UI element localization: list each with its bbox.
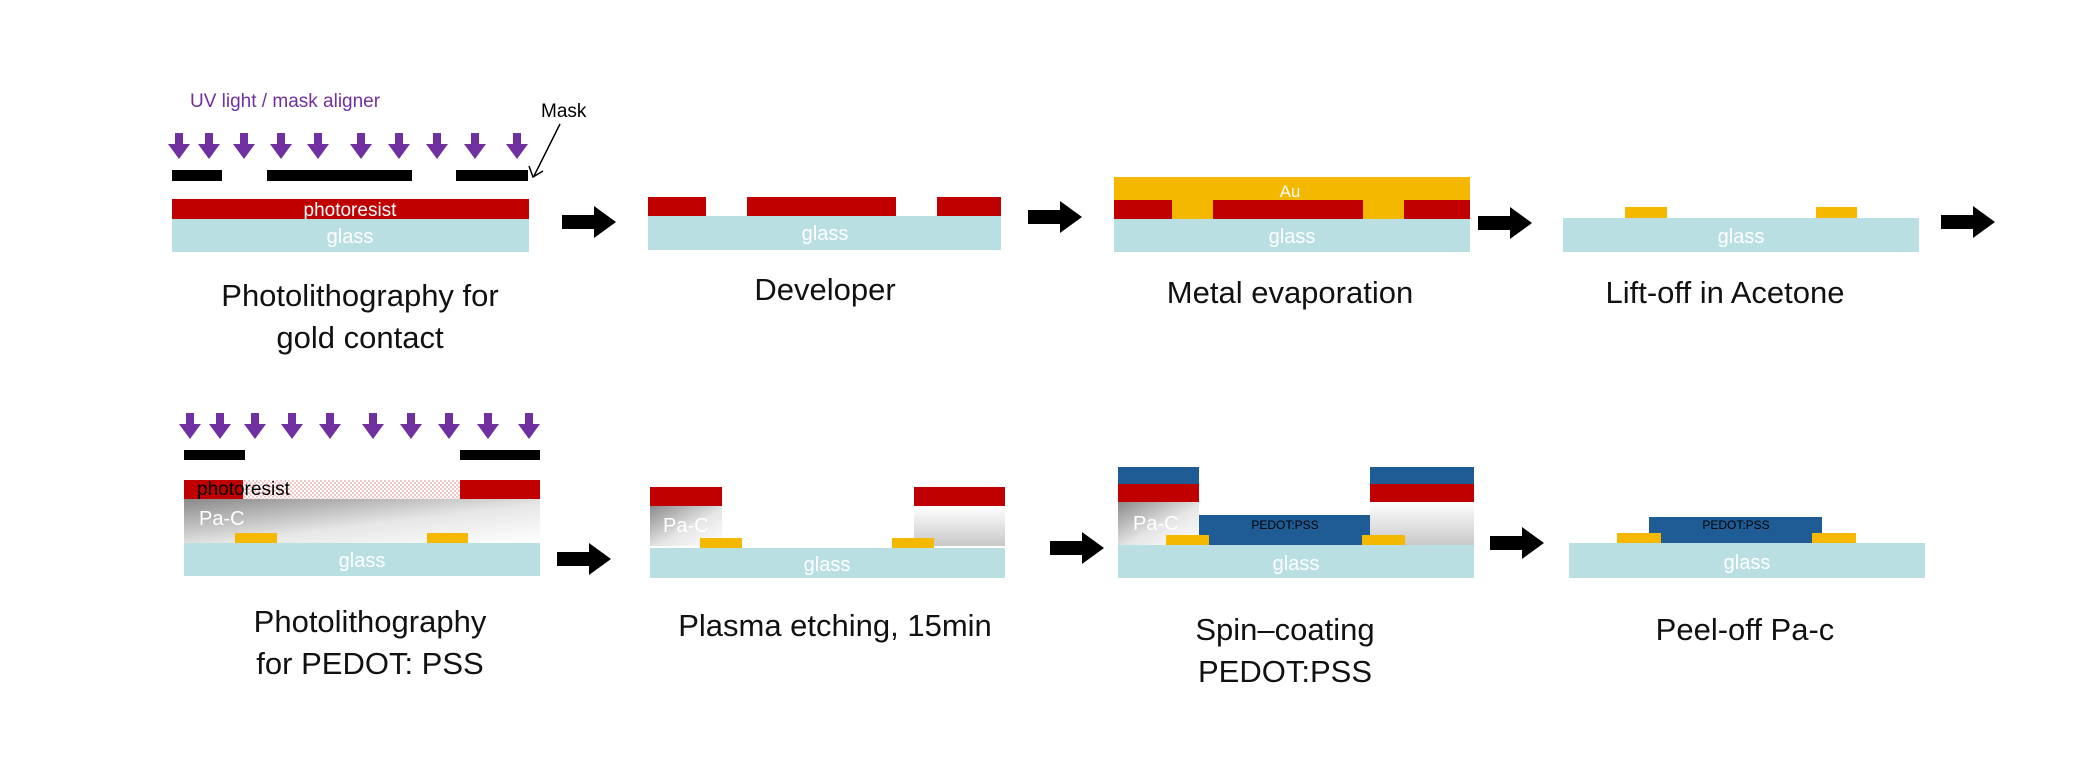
glass-label: glass <box>802 223 849 245</box>
gold-contact <box>1363 200 1404 219</box>
caption-metal-evaporation: Metal evaporation <box>1166 275 1414 310</box>
pedot-pss-film <box>1649 517 1822 543</box>
gold-contact <box>892 538 934 548</box>
mask <box>172 170 528 181</box>
photoresist-segment <box>1118 484 1199 502</box>
glass-label: glass <box>339 550 386 572</box>
glass-substrate <box>1118 545 1474 578</box>
caption-photolithography-pedot: Photolithography for PEDOT: PSS <box>253 604 487 681</box>
gold-contact <box>235 533 277 543</box>
gold-contact <box>1812 533 1856 543</box>
caption-plasma-etching: Plasma etching, 15min <box>678 608 992 643</box>
photoresist-segment <box>914 487 1005 506</box>
photoresist-segment <box>937 197 1001 216</box>
step-5-photolithography-pedot: photoresist Pa-C glass <box>179 413 540 576</box>
glass-label: glass <box>804 554 851 576</box>
gold-contact <box>700 538 742 548</box>
gold-contact <box>1617 533 1661 543</box>
step-7-spin-coating: Pa-C PEDOT:PSS glass <box>1118 467 1474 578</box>
uv-arrows <box>179 413 540 439</box>
caption-spin-coating: Spin–coating PEDOT:PSS <box>1195 612 1375 689</box>
step-6-plasma-etching: Pa-C glass <box>650 487 1005 578</box>
caption-lift-off: Lift-off in Acetone <box>1605 275 1845 310</box>
step-1-photolithography-gold: UV light / mask aligner Mask photoresist… <box>168 91 587 252</box>
glass-substrate <box>650 548 1005 578</box>
gold-contact <box>1625 207 1667 218</box>
glass-label: glass <box>327 226 374 248</box>
step-3-metal-evaporation: Au glass <box>1114 177 1470 252</box>
photoresist-segment <box>184 480 243 499</box>
pedot-pss-label: PEDOT:PSS <box>1702 518 1769 532</box>
photoresist-label: photoresist <box>304 200 398 221</box>
gold-contact <box>1816 207 1857 218</box>
pedot-pss-film <box>1199 515 1370 545</box>
flow-arrow-2 <box>1028 201 1082 233</box>
photoresist-segment <box>1404 200 1470 219</box>
glass-substrate <box>172 219 529 252</box>
pa-c-label: Pa-C <box>663 515 709 537</box>
caption-peel-off: Peel-off Pa-c <box>1655 612 1835 647</box>
photoresist-segment <box>1213 200 1363 219</box>
glass-label: glass <box>1269 226 1316 248</box>
flow-arrow-6 <box>1050 532 1104 564</box>
photoresist-segment <box>747 197 896 216</box>
gold-contact <box>1166 535 1209 545</box>
photoresist-segment <box>1370 484 1474 502</box>
step-2-developer: glass <box>648 197 1001 250</box>
photoresist-label: photoresist <box>197 479 291 500</box>
flow-arrow-3 <box>1478 207 1532 239</box>
pedot-pss-label: PEDOT:PSS <box>1251 518 1318 532</box>
flow-arrow-7 <box>1490 527 1544 559</box>
uv-light-label: UV light / mask aligner <box>190 91 381 112</box>
gold-contact <box>1362 535 1405 545</box>
exposed-photoresist <box>243 480 460 499</box>
photoresist-segment <box>648 197 706 216</box>
au-label: Au <box>1280 182 1301 201</box>
gold-contact <box>427 533 468 543</box>
photoresist-layer <box>172 199 529 219</box>
glass-substrate <box>1563 218 1919 252</box>
photoresist-segment <box>650 487 722 506</box>
flow-arrow-5 <box>557 543 611 575</box>
glass-substrate <box>1569 543 1925 578</box>
glass-substrate <box>1114 219 1470 252</box>
glass-label: glass <box>1718 226 1765 248</box>
pa-c-label: Pa-C <box>199 508 245 530</box>
step-4-lift-off: glass <box>1563 207 1919 252</box>
glass-substrate <box>184 543 540 576</box>
flow-arrow-1 <box>562 206 616 238</box>
flow-arrow-4 <box>1941 206 1995 238</box>
glass-label: glass <box>1724 552 1771 574</box>
pedot-layer <box>1118 467 1199 484</box>
photoresist-segment <box>460 480 540 499</box>
pedot-layer <box>1370 467 1474 484</box>
glass-label: glass <box>1273 553 1320 575</box>
caption-photolithography-gold: Photolithography for gold contact <box>221 278 499 355</box>
glass-substrate <box>648 216 1001 250</box>
mask-pointer <box>533 123 561 177</box>
pa-c-label: Pa-C <box>1133 513 1179 535</box>
uv-arrows <box>168 133 528 159</box>
gold-layer <box>1114 177 1470 200</box>
mask-label: Mask <box>541 101 587 122</box>
caption-developer: Developer <box>754 272 896 307</box>
gold-contact <box>1172 200 1213 219</box>
photoresist-segment <box>1114 200 1172 219</box>
step-8-peel-off: PEDOT:PSS glass <box>1569 517 1925 578</box>
mask <box>184 450 540 460</box>
